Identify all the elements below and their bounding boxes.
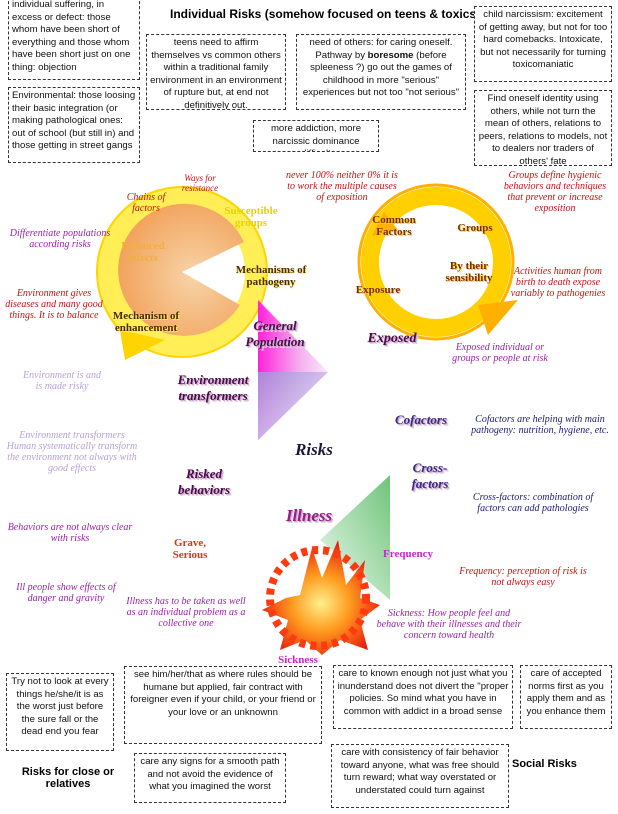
label-illness-taken: Illness has to be taken as well as an in… [126, 596, 246, 629]
box-care-consistency: care with consistency of fair behavior t… [331, 744, 509, 808]
box-more-addiction: more addiction, more narcissic dominance… [253, 120, 379, 152]
label-cofactors-helping: Cofactors are helping with main pathogen… [471, 414, 609, 436]
label-environment-gives: Environment gives diseases and many good… [5, 288, 103, 321]
label-by-sensibility: By their sensibility [445, 260, 493, 284]
label-exposure: Exposure [355, 284, 401, 296]
label-behaviors-clear: Behaviors are not always clear with risk… [7, 522, 133, 544]
left-cycle-ring [96, 186, 268, 360]
box-see-him: see him/her/that as where rules should b… [124, 666, 322, 744]
label-social-risks: Social Risks [512, 758, 577, 770]
label-environment-transformers-text: Environment transformers Human systemati… [6, 430, 138, 474]
label-activities-human: Activities human from birth to death exp… [510, 266, 606, 299]
label-groups-define: Groups define hygienic behaviors and tec… [503, 170, 607, 214]
box-care-signs: care any signs for a smooth path and not… [134, 753, 286, 803]
box-find-identity: Find oneself identity using others, whil… [474, 90, 612, 166]
label-sickness: Sickness [278, 654, 318, 666]
box-teens: teens need to affirm themselves vs commo… [146, 34, 286, 110]
illness-triangle [320, 475, 390, 600]
label-environment-transformers: Environment transformers [177, 372, 249, 403]
label-cofactors: Cofactors [395, 412, 447, 427]
sickness-burst [262, 540, 380, 655]
box-try-not: Try not to look at every things he/she/i… [6, 673, 114, 751]
label-frequency-perception: Frequency: perception of risk is not alw… [459, 566, 587, 588]
environment-wedge [258, 372, 328, 440]
label-cross-factors: Cross-factors [411, 460, 449, 491]
label-risks-close-relatives: Risks for close or relatives [21, 766, 115, 790]
label-mechanisms-pathogeny: Mechanisms of pathogeny [235, 264, 307, 288]
label-risked-behaviors: Risked behaviors [178, 466, 230, 497]
label-common-factors: Common Factors [372, 214, 416, 238]
label-exposed: Exposed [367, 331, 417, 346]
label-illness: Illness [285, 506, 333, 525]
label-exposed-individual: Exposed individual or groups or people a… [452, 342, 548, 364]
box-care-known: care to known enough not just what you i… [333, 665, 513, 729]
label-mechanism-enhancement: Mechanism of enhancement [112, 310, 180, 334]
left-cycle-core [118, 203, 244, 336]
label-crossfactors-combination: Cross-factors: combination of factors ca… [472, 492, 594, 514]
label-balanced-effects: Balanced effects [121, 240, 165, 264]
label-risks: Risks [295, 440, 333, 459]
label-susceptible-groups: Susceptible groups [224, 205, 278, 229]
label-sickness-feel: Sickness: How people feel and behave wit… [376, 608, 522, 641]
label-ill-people: Ill people show effects of danger and gr… [16, 582, 116, 604]
label-general-population: General Population [245, 318, 305, 349]
label-chains-of-factors: Chains of factors [126, 192, 166, 214]
label-differentiate: Differentiate populations according risk… [9, 228, 111, 250]
label-environment-risky: Environment is and is made risky [23, 370, 101, 392]
box-need-of-others: need of others: for caring oneself. Path… [296, 34, 466, 110]
box-individual-suffering: individual suffering, in excess or defec… [8, 0, 140, 80]
right-cycle-ring [357, 183, 518, 341]
box-child-narcissism: child narcissism: excitement of getting … [474, 6, 612, 82]
label-never-100: never 100% neither 0% it is to work the … [286, 170, 398, 203]
label-groups: Groups [457, 222, 493, 234]
box-care-accepted: care of accepted norms first as you appl… [520, 665, 612, 729]
label-ways-resistance: Ways for resistance [181, 173, 219, 193]
page-title: Individual Risks (somehow focused on tee… [170, 7, 481, 21]
box-environmental: Environmental: those loosing their basic… [8, 87, 140, 163]
label-frequency: Frequency [383, 548, 433, 560]
label-grave-serious: Grave, Serious [172, 537, 208, 561]
